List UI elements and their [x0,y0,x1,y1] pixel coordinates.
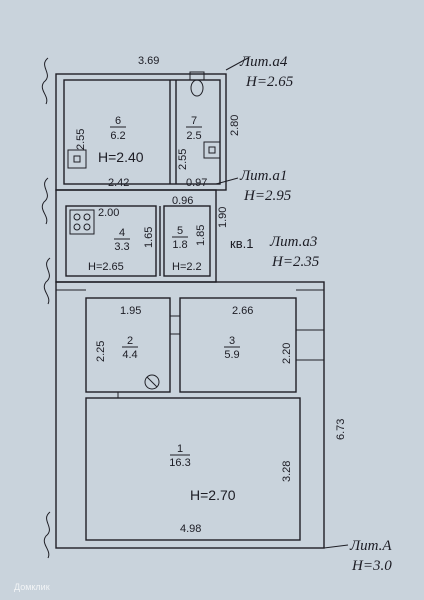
dim-label: 2.42 [108,177,129,189]
toilet-icon [189,71,205,97]
room-number: 4 [119,227,125,239]
walls [55,73,325,549]
section-label: Лит.а1 [239,168,287,184]
room-area: 16.3 [169,457,190,469]
dim-label: 2.55 [177,149,189,170]
room-area: 3.3 [114,241,129,253]
dim-label: 2.20 [281,343,293,364]
room-area: 5.9 [224,349,239,361]
section-label: Лит.А [349,538,392,554]
fixtures [67,71,221,390]
sink-icon [203,141,221,159]
dim-label: 0.96 [172,195,193,207]
watermark: Домклик [14,582,50,592]
boiler-icon [144,374,160,390]
room-number: 5 [177,225,183,237]
dim-label: 2.55 [75,129,87,150]
room-number: 3 [229,335,235,347]
room-labels: 6 6.2 H=2.40 7 2.5 4 3.3 H=2.65 5 1.8 H=… [88,115,240,503]
section-height: H=2.35 [271,254,320,270]
dim-label: 2.00 [98,207,119,219]
section-height: H=2.65 [245,74,294,90]
section-labels: Лит.а4 H=2.65 Лит.а1 H=2.95 кв.1 Лит.а3 … [215,54,392,574]
room-area: 6.2 [110,130,125,142]
room-number: 6 [115,115,121,127]
sink-icon [67,149,87,169]
dimensions: 3.69 2.55 2.80 2.55 2.42 0.97 0.96 2.00 … [75,55,347,535]
dim-label: 2.66 [232,305,253,317]
room-area: 4.4 [122,349,137,361]
dim-label: 3.28 [281,461,293,482]
dim-label: 1.90 [217,207,229,228]
section-height: H=3.0 [351,558,392,574]
room-area: 1.8 [172,239,187,251]
dim-label: 1.65 [143,227,155,248]
break-lines [41,57,51,559]
room-height: H=2.65 [88,261,124,273]
dim-label: 3.69 [138,55,159,67]
dim-label: 0.97 [186,177,207,189]
section-height: H=2.95 [243,188,292,204]
room-height: H=2.2 [172,261,202,273]
room-number: 2 [127,335,133,347]
dim-label: 2.80 [229,115,241,136]
room-number: 7 [191,115,197,127]
room-height: H=2.70 [190,487,236,503]
room-area: 2.5 [186,130,201,142]
section-label: Лит.а4 [239,54,288,70]
dim-label: 2.25 [95,341,107,362]
section-label: Лит.а3 [269,234,317,250]
apartment-label: кв.1 [230,236,253,251]
dim-label: 1.85 [195,225,207,246]
dim-label: 1.95 [120,305,141,317]
dim-label: 6.73 [335,419,347,440]
room-number: 1 [177,443,183,455]
dim-label: 4.98 [180,523,201,535]
stove-icon [69,209,95,235]
room-height: H=2.40 [98,149,144,165]
